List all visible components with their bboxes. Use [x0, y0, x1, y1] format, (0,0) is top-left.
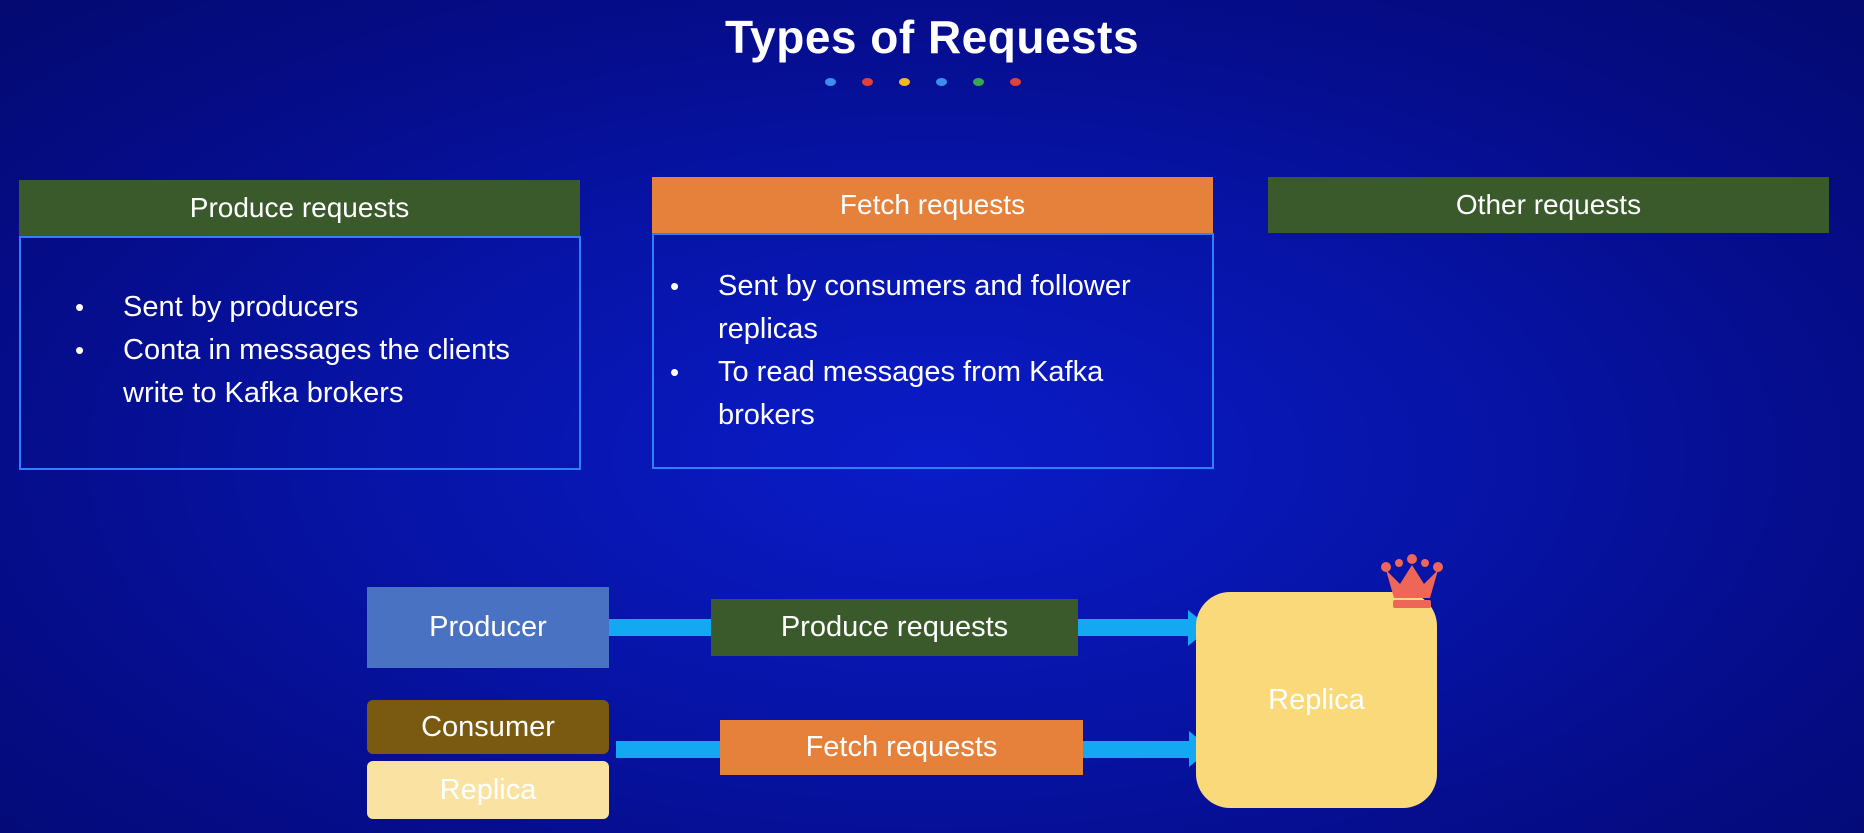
consumer-box: Consumer [367, 700, 609, 754]
crown-icon [1381, 554, 1443, 608]
produce-requests-list: Sent by producers Conta in messages the … [21, 238, 579, 415]
replica-source-box: Replica [367, 761, 609, 819]
produce-requests-card: Sent by producers Conta in messages the … [19, 236, 581, 470]
title-decoration-dots [825, 78, 1021, 86]
fetch-requests-label: Fetch requests [720, 720, 1083, 775]
fetch-requests-header: Fetch requests [652, 177, 1213, 233]
bullet-item: To read messages from Kafka brokers [670, 351, 1158, 437]
dot-yellow [899, 78, 910, 86]
producer-box: Producer [367, 587, 609, 668]
bullet-item: Sent by consumers and follower replicas [670, 265, 1188, 351]
fetch-requests-card: Sent by consumers and follower replicas … [652, 233, 1214, 469]
dot-green [973, 78, 984, 86]
replica-leader-box: Replica [1196, 592, 1437, 808]
produce-requests-header: Produce requests [19, 180, 580, 236]
fetch-requests-list: Sent by consumers and follower replicas … [654, 235, 1212, 437]
page-title: Types of Requests [724, 11, 1140, 63]
dot-red [862, 78, 873, 86]
dot-blue [825, 78, 836, 86]
bullet-item: Conta in messages the clients write to K… [75, 329, 563, 415]
produce-requests-label: Produce requests [711, 599, 1078, 656]
bullet-item: Sent by producers [75, 286, 579, 329]
other-requests-header: Other requests [1268, 177, 1829, 233]
dot-blue [936, 78, 947, 86]
dot-red [1010, 78, 1021, 86]
